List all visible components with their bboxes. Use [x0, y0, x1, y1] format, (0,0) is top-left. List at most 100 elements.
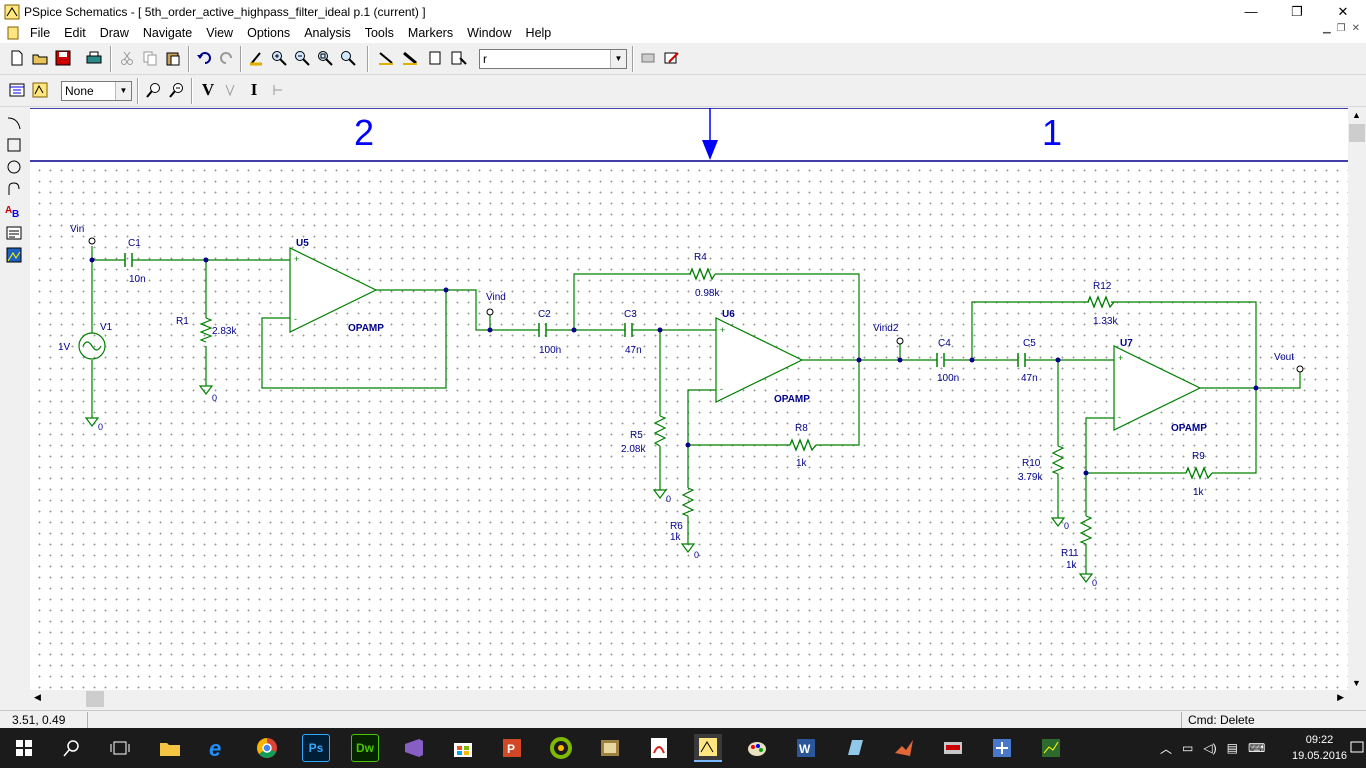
none-combo[interactable]: None▼	[61, 81, 132, 101]
clock[interactable]: 09:22 19.05.2016	[1292, 732, 1347, 764]
tray-language-icon[interactable]: ▤	[1226, 741, 1238, 755]
zoom-out-icon[interactable]	[291, 47, 313, 69]
maximize-button[interactable]: ❐	[1291, 3, 1303, 19]
menu-help[interactable]: Help	[525, 26, 552, 40]
setup-icon[interactable]	[6, 79, 28, 101]
internet-explorer-icon[interactable]: e	[204, 734, 232, 762]
menu-tools[interactable]: Tools	[364, 26, 394, 40]
open-icon[interactable]	[29, 47, 51, 69]
tray-chevron-up-icon[interactable]: ︿	[1160, 741, 1173, 756]
visual-studio-icon[interactable]	[400, 734, 428, 762]
schematic-canvas[interactable]: 2 1	[30, 108, 1348, 690]
capacitor-c1[interactable]	[124, 253, 133, 267]
draw-wire-icon[interactable]	[376, 47, 398, 69]
horizontal-scroll-thumb[interactable]	[86, 691, 104, 707]
voltage-diff-marker-icon[interactable]	[220, 79, 242, 101]
task-view-icon[interactable]	[106, 734, 134, 762]
text-box-icon[interactable]	[5, 224, 23, 242]
resistor-r1[interactable]	[199, 317, 213, 343]
mdi-restore-button[interactable]: ❐	[1336, 23, 1346, 34]
menu-navigate[interactable]: Navigate	[142, 26, 193, 40]
copy-icon[interactable]	[139, 47, 161, 69]
windows-start-icon[interactable]	[10, 734, 38, 762]
acrobat-icon[interactable]	[645, 734, 673, 762]
insert-picture-icon[interactable]	[5, 246, 23, 264]
menu-view[interactable]: View	[206, 26, 234, 40]
resistor-r5[interactable]	[653, 415, 667, 447]
power-marker-icon[interactable]	[266, 79, 288, 101]
menu-draw[interactable]: Draw	[99, 26, 129, 40]
tool-c-icon[interactable]	[1037, 734, 1065, 762]
zoom-fit-icon[interactable]	[337, 47, 359, 69]
powerpoint-icon[interactable]: P	[498, 734, 526, 762]
menu-edit[interactable]: Edit	[64, 26, 86, 40]
save-icon[interactable]	[52, 47, 74, 69]
get-part-icon[interactable]	[448, 47, 470, 69]
browse-output-icon[interactable]	[166, 79, 188, 101]
menu-options[interactable]: Options	[247, 26, 291, 40]
search-icon[interactable]	[58, 734, 86, 762]
word-icon[interactable]: W	[792, 734, 820, 762]
edit-attributes-icon[interactable]	[637, 47, 659, 69]
simulate-icon[interactable]	[29, 79, 51, 101]
print-icon[interactable]	[83, 47, 105, 69]
arc-icon[interactable]	[5, 114, 23, 132]
paint-icon[interactable]	[743, 734, 771, 762]
opamp-u6[interactable]	[715, 317, 804, 403]
minimize-button[interactable]: —	[1244, 4, 1258, 19]
tray-network-icon[interactable]: ▭	[1182, 741, 1194, 755]
tool-a-icon[interactable]	[939, 734, 967, 762]
browse-netlist-icon[interactable]	[143, 79, 165, 101]
store-icon[interactable]	[449, 734, 477, 762]
resistor-r10[interactable]	[1051, 445, 1065, 475]
corel-icon[interactable]	[547, 734, 575, 762]
chevron-down-icon[interactable]: ▼	[610, 50, 626, 68]
chevron-down-icon[interactable]: ▼	[115, 82, 131, 100]
box-icon[interactable]	[5, 136, 23, 154]
draw-block-icon[interactable]	[424, 47, 446, 69]
capacitor-c4[interactable]	[936, 353, 945, 367]
resistor-r11[interactable]	[1079, 515, 1093, 545]
polyline-icon[interactable]	[5, 180, 23, 198]
menu-file[interactable]: File	[30, 26, 51, 40]
redo-icon[interactable]	[216, 47, 238, 69]
scroll-down-icon[interactable]: ▼	[1352, 678, 1361, 688]
undo-icon[interactable]	[193, 47, 215, 69]
cut-icon[interactable]	[116, 47, 138, 69]
mdi-close-button[interactable]: ✕	[1351, 23, 1360, 34]
menu-window[interactable]: Window	[467, 26, 512, 40]
paste-icon[interactable]	[162, 47, 184, 69]
scroll-right-icon[interactable]: ▶	[1337, 692, 1344, 702]
current-marker-button[interactable]: I	[250, 80, 258, 99]
tool-b-icon[interactable]	[988, 734, 1016, 762]
tray-keyboard-icon[interactable]: ⌨	[1247, 741, 1266, 755]
vertical-scrollbar[interactable]: ▲ ▼	[1348, 108, 1366, 690]
mdi-minimize-button[interactable]: ▁	[1322, 23, 1331, 34]
opamp-u5[interactable]	[289, 247, 378, 333]
zoom-area-icon[interactable]	[314, 47, 336, 69]
tray-volume-icon[interactable]: ◁)	[1203, 741, 1217, 755]
zoom-in-icon[interactable]	[268, 47, 290, 69]
redraw-icon[interactable]	[245, 47, 267, 69]
file-explorer-icon[interactable]	[156, 734, 184, 762]
capacitor-c2[interactable]	[538, 323, 547, 337]
new-icon[interactable]	[6, 47, 28, 69]
part-combo[interactable]: r▼	[479, 49, 627, 69]
circle-icon[interactable]	[5, 158, 23, 176]
chrome-icon[interactable]	[253, 734, 281, 762]
capacitor-c3[interactable]	[624, 323, 633, 337]
edit-symbol-icon[interactable]	[660, 47, 682, 69]
opamp-u7[interactable]	[1113, 345, 1202, 431]
resistor-r6[interactable]	[681, 487, 695, 517]
voltage-source-v1[interactable]: V1 1V	[58, 322, 113, 360]
voltage-marker-button[interactable]: V	[201, 80, 215, 99]
menu-markers[interactable]: Markers	[407, 26, 454, 40]
draw-bus-icon[interactable]	[400, 47, 422, 69]
notepad-icon[interactable]	[841, 734, 869, 762]
capture-icon[interactable]	[596, 734, 624, 762]
scroll-up-icon[interactable]: ▲	[1352, 110, 1361, 120]
matlab-icon[interactable]	[890, 734, 918, 762]
scroll-left-icon[interactable]: ◀	[34, 692, 41, 702]
pspice-schematics-taskbar-icon[interactable]	[694, 734, 722, 762]
